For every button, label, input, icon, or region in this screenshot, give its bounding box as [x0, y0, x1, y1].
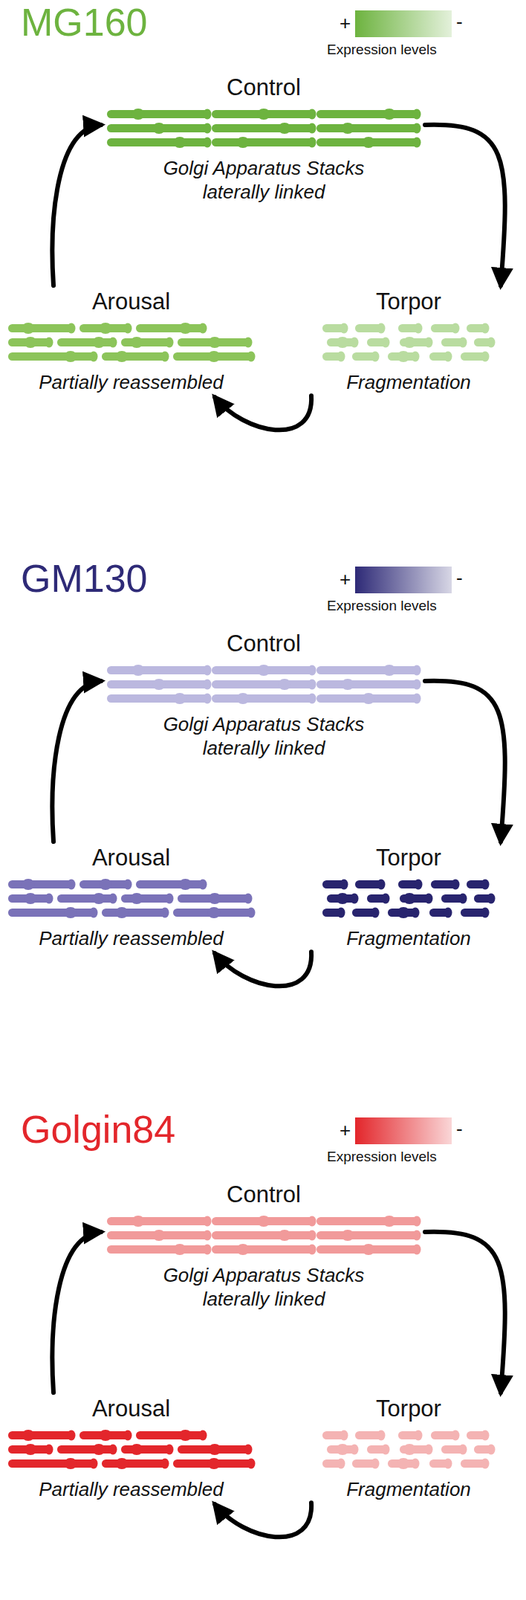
legend-plus: +: [339, 1119, 351, 1139]
golgi-stack-illustration: [5, 319, 258, 368]
legend-swatch: [355, 566, 452, 593]
golgi-stack-illustration: [104, 1211, 424, 1260]
state-heading: Control: [226, 630, 301, 657]
golgi-stack-illustration: [104, 105, 424, 154]
legend-text: Expression levels: [326, 597, 437, 614]
panel-title: MG160: [20, 1, 148, 44]
legend-swatch: [355, 10, 452, 38]
state-caption: Golgi Apparatus Stacks laterally linked: [141, 156, 387, 205]
panel-title: GM130: [20, 557, 148, 600]
cycle-arrow: [424, 680, 506, 842]
golgi-stack-illustration: [5, 1425, 258, 1474]
legend-minus: -: [456, 1118, 463, 1138]
cycle-arrow: [52, 124, 102, 286]
state-node: ArousalPartially reassembled: [2, 843, 260, 950]
cycle-arrow: [52, 1231, 102, 1392]
state-heading: Arousal: [92, 1394, 171, 1422]
state-heading: Arousal: [92, 288, 171, 316]
state-node: ControlGolgi Apparatus Stacks laterally …: [104, 630, 424, 761]
state-caption: Fragmentation: [346, 369, 472, 395]
cycle-arrow: [214, 950, 312, 986]
state-heading: Arousal: [92, 843, 171, 871]
golgi-stack-illustration: [5, 875, 258, 923]
legend-minus: -: [456, 567, 463, 587]
golgi-stack-illustration: [104, 661, 424, 709]
golgi-stack-illustration: [319, 1425, 498, 1474]
legend-plus: +: [339, 569, 351, 589]
state-heading: Control: [226, 74, 301, 102]
state-node: ControlGolgi Apparatus Stacks laterally …: [104, 1180, 424, 1311]
state-heading: Torpor: [375, 1394, 442, 1422]
state-node: TorporFragmentation: [294, 288, 524, 394]
panel-title: Golgin84: [20, 1107, 176, 1151]
legend-text: Expression levels: [326, 1147, 437, 1165]
state-caption: Partially reassembled: [38, 925, 224, 951]
cycle-arrow: [424, 1231, 506, 1392]
state-node: TorporFragmentation: [294, 843, 524, 950]
golgi-stack-illustration: [319, 319, 498, 368]
state-node: ArousalPartially reassembled: [2, 1394, 260, 1500]
cycle-arrow: [214, 395, 312, 430]
legend-minus: -: [456, 11, 463, 32]
state-caption: Partially reassembled: [38, 1476, 224, 1501]
legend-plus: +: [339, 13, 351, 33]
state-caption: Fragmentation: [346, 1476, 472, 1501]
state-heading: Torpor: [375, 843, 442, 871]
state-heading: Control: [226, 1180, 301, 1208]
state-node: TorporFragmentation: [294, 1394, 524, 1500]
legend-text: Expression levels: [326, 41, 437, 58]
state-caption: Fragmentation: [346, 925, 472, 951]
cycle-arrow: [424, 124, 506, 286]
state-caption: Partially reassembled: [38, 369, 224, 395]
golgi-stack-illustration: [319, 875, 498, 923]
cycle-arrow: [214, 1501, 312, 1536]
state-caption: Golgi Apparatus Stacks laterally linked: [141, 711, 387, 761]
state-node: ControlGolgi Apparatus Stacks laterally …: [104, 74, 424, 205]
legend-swatch: [355, 1116, 452, 1144]
state-heading: Torpor: [375, 288, 442, 316]
state-node: ArousalPartially reassembled: [2, 288, 260, 394]
state-caption: Golgi Apparatus Stacks laterally linked: [141, 1262, 387, 1311]
cycle-arrow: [52, 680, 102, 842]
